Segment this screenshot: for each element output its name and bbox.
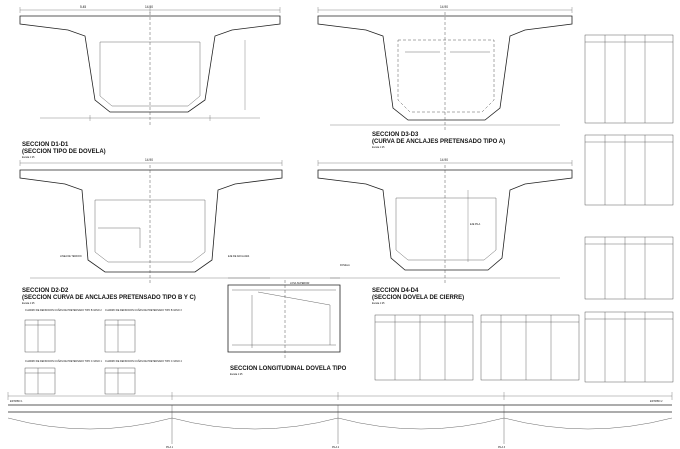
elevation-estribo-1: ESTRIBO 1 xyxy=(10,400,23,403)
right-table-4 xyxy=(584,311,674,383)
dim-half-width-d1: 5.45 xyxy=(80,5,86,9)
small-table-c1-title: CUADRO DE DEFINICION CUÑAS DE PRETENSADO… xyxy=(25,360,102,363)
section-d1-title: SECCION D1-D1 xyxy=(22,142,69,148)
section-d1-subtitle: (SECCION TIPO DE DOVELA) xyxy=(22,149,106,155)
small-table-b2 xyxy=(24,319,56,353)
bottom-table-1 xyxy=(374,314,474,381)
bottom-table-2 xyxy=(480,314,580,381)
longitudinal-section-drawing xyxy=(227,277,341,360)
bridge-elevation xyxy=(7,392,673,444)
dim-total-width-d3: 14.90 xyxy=(440,5,448,9)
section-d2-subtitle: (SECCION CURVA DE ANCLAJES PRETENSADO TI… xyxy=(22,295,196,301)
annotation-top-slab: LOSA SUPERIOR xyxy=(290,282,310,285)
annotation-tendon: LINEA DE TENDON xyxy=(60,255,82,258)
section-d4-scale: Escala 1:25 xyxy=(372,302,385,305)
section-d1-drawing xyxy=(19,7,281,125)
section-d4-subtitle: (SECCION DOVELA DE CIERRE) xyxy=(372,295,464,301)
section-d3-drawing xyxy=(317,7,573,130)
annotation-anchors: EJE DE ANCLAJES xyxy=(228,255,250,258)
annotation-dovela: DOVELA xyxy=(340,264,350,267)
section-d3-title: SECCION D3-D3 xyxy=(372,132,419,138)
longitudinal-scale: Escala 1:25 xyxy=(230,373,243,376)
section-d2-scale: Escala 1:25 xyxy=(22,302,35,305)
right-table-1 xyxy=(584,34,674,124)
dim-total-width-d4: 14.90 xyxy=(440,158,448,162)
annotation-pier-axis: EJE PILA xyxy=(470,223,481,226)
small-table-b3-title: CUADRO DE DEFINICION CUÑAS DE PRETENSADO… xyxy=(105,309,182,312)
right-table-3 xyxy=(584,236,674,300)
small-table-c4 xyxy=(104,367,136,395)
section-d3-scale: Escala 1:25 xyxy=(372,146,385,149)
section-d4-drawing xyxy=(317,160,573,285)
small-table-c1 xyxy=(24,367,56,395)
section-d4-title: SECCION D4-D4 xyxy=(372,288,419,294)
right-table-2 xyxy=(584,134,674,206)
elevation-pila-1: PILA 1 xyxy=(166,446,174,449)
elevation-estribo-2: ESTRIBO 2 xyxy=(650,400,663,403)
section-d2-title: SECCION D2-D2 xyxy=(22,288,69,294)
small-table-b3 xyxy=(104,319,136,353)
elevation-pila-3: PILA 3 xyxy=(498,446,506,449)
dim-total-width-d2: 14.90 xyxy=(145,158,153,162)
small-table-c4-title: CUADRO DE DEFINICION CUÑAS DE PRETENSADO… xyxy=(105,360,182,363)
small-table-b2-title: CUADRO DE DEFINICION CUÑAS DE PRETENSADO… xyxy=(25,309,102,312)
section-d2-drawing xyxy=(19,160,283,285)
section-d3-subtitle: (CURVA DE ANCLAJES PRETENSADO TIPO A) xyxy=(372,139,505,145)
elevation-pila-2: PILA 2 xyxy=(332,446,340,449)
section-d1-scale: Escala 1:25 xyxy=(22,156,35,159)
dim-total-width-d1: 14.90 xyxy=(145,5,153,9)
longitudinal-title: SECCION LONGITUDINAL DOVELA TIPO xyxy=(230,366,347,372)
